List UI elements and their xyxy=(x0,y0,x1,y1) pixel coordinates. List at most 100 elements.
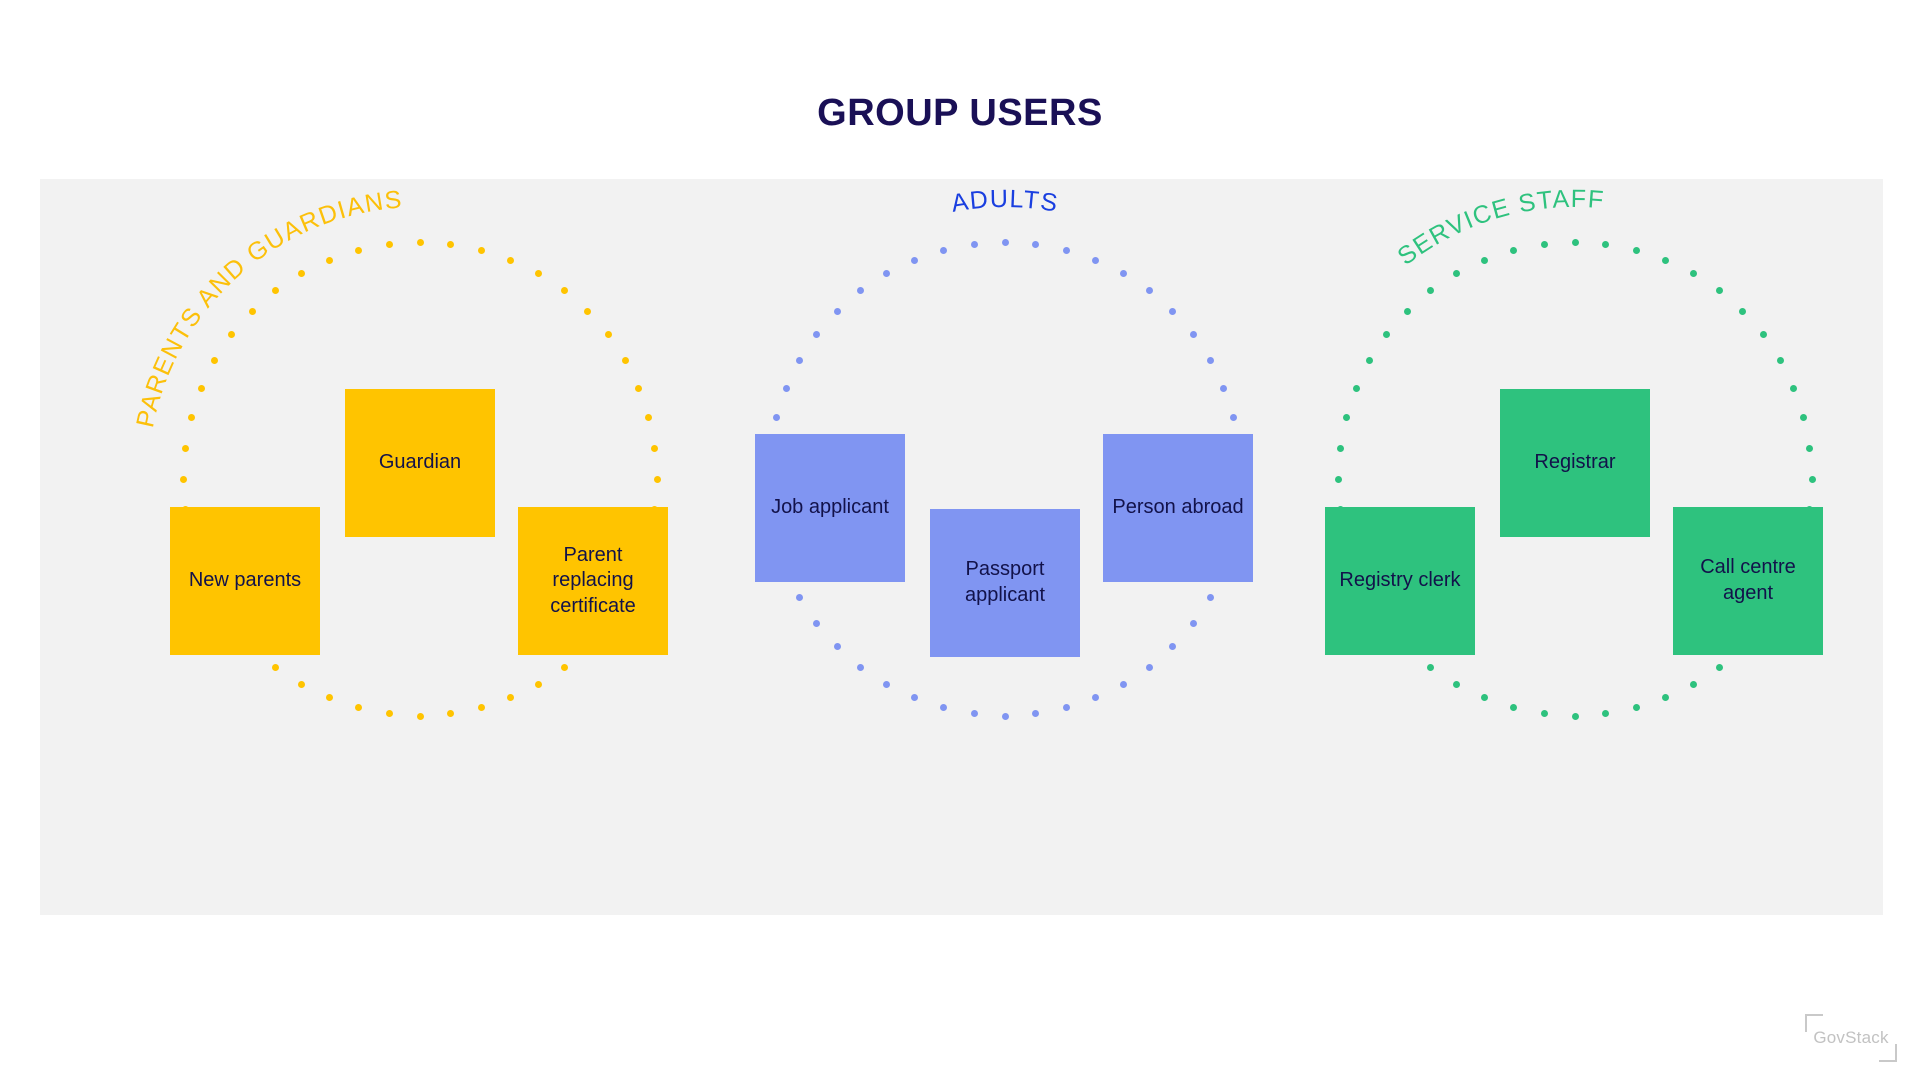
circle-dot xyxy=(1806,444,1814,452)
circle-dot xyxy=(298,680,305,688)
card-job-applicant[interactable]: Job applicant xyxy=(755,434,905,582)
circle-dot xyxy=(833,307,841,315)
circle-dot xyxy=(782,384,790,392)
circle-dot xyxy=(1690,270,1697,278)
group-parents-and-guardians: PARENTS AND GUARDIANS New parents Guardi… xyxy=(131,179,680,915)
circle-dot xyxy=(1062,704,1070,712)
circle-dot xyxy=(1145,663,1153,671)
circle-dot xyxy=(1001,238,1009,246)
circle-dot xyxy=(584,307,592,315)
diagram-panel: PARENTS AND GUARDIANS New parents Guardi… xyxy=(40,179,1883,915)
circle-dot xyxy=(1120,270,1127,278)
circle-dot xyxy=(1092,256,1100,264)
svg-text:SERVICE STAFF: SERVICE STAFF xyxy=(1392,185,1605,271)
arc-label-service-staff-text: SERVICE STAFF xyxy=(1392,185,1604,271)
card-label: Parent replacing certificate xyxy=(550,543,636,617)
circle-dot xyxy=(940,246,948,254)
card-label: Person abroad xyxy=(1112,496,1244,519)
circle-dot xyxy=(1602,710,1610,718)
circle-dot xyxy=(833,643,841,651)
circle-dot xyxy=(857,287,865,295)
circle-dot xyxy=(1366,357,1374,364)
card-label: Guardian xyxy=(378,451,462,474)
circle-dot xyxy=(1480,694,1488,702)
circle-dot xyxy=(883,680,890,688)
circle-dot xyxy=(385,240,393,248)
group-service-staff: SERVICE STAFF Registry clerk Registrar C… xyxy=(1315,179,1835,915)
circle-dot xyxy=(1510,246,1518,254)
circle-dot xyxy=(447,240,455,248)
circle-dot xyxy=(1739,307,1747,315)
circle-dot xyxy=(970,240,978,248)
circle-dot xyxy=(651,444,659,452)
circle-dot xyxy=(1790,384,1798,392)
circle-dot xyxy=(507,694,515,702)
card-guardian[interactable]: Guardian xyxy=(345,389,495,537)
page-title: GROUP USERS xyxy=(817,92,1103,134)
circle-dot xyxy=(1403,307,1411,315)
govstack-logo: GovStack xyxy=(1805,1014,1897,1062)
card-label: Job applicant xyxy=(771,496,889,519)
circle-dot xyxy=(1062,246,1070,254)
circle-dot xyxy=(385,710,393,718)
circle-dot xyxy=(910,256,918,264)
svg-text:ADULTS: ADULTS xyxy=(949,185,1061,218)
circle-dot xyxy=(1662,256,1670,264)
circle-dot xyxy=(621,357,629,364)
logo-bracket-bottom-right-icon xyxy=(1879,1044,1897,1062)
circle-dot xyxy=(187,414,195,422)
group-adults: ADULTS Job applicant Passport applicant … xyxy=(745,179,1265,915)
card-new-parents[interactable]: New parents xyxy=(170,507,320,655)
circle-dot xyxy=(248,307,256,315)
circle-dot xyxy=(1480,256,1488,264)
circle-dot xyxy=(1540,240,1548,248)
circle-dot xyxy=(1632,246,1640,254)
circle-dot xyxy=(857,663,865,671)
circle-dot xyxy=(355,246,363,254)
circle-dot xyxy=(1189,619,1197,627)
circle-dot xyxy=(179,475,187,483)
card-registrar[interactable]: Registrar xyxy=(1500,389,1650,537)
circle-dot xyxy=(883,270,890,278)
circle-dot xyxy=(325,694,333,702)
circle-dot xyxy=(181,444,189,452)
arc-label-adults-text: ADULTS xyxy=(949,185,1059,218)
circle-dot xyxy=(1800,414,1808,422)
card-label: New parents xyxy=(188,569,302,592)
circle-dot xyxy=(560,663,568,671)
circle-dot xyxy=(477,704,485,712)
circle-dot xyxy=(1427,287,1435,295)
circle-dot xyxy=(272,287,280,295)
circle-dot xyxy=(1336,444,1344,452)
circle-dot xyxy=(447,710,455,718)
circle-dot xyxy=(477,246,485,254)
card-label: Passport applicant xyxy=(964,558,1046,606)
card-parent-replacing-certificate[interactable]: Parent replacing certificate xyxy=(518,507,668,655)
circle-dot xyxy=(653,475,661,483)
circle-dot xyxy=(1759,331,1767,339)
card-call-centre-agent[interactable]: Call centre agent xyxy=(1673,507,1823,655)
circle-dot xyxy=(272,663,280,671)
circle-dot xyxy=(970,710,978,718)
circle-dot xyxy=(1169,307,1177,315)
card-registry-clerk[interactable]: Registry clerk xyxy=(1325,507,1475,655)
circle-dot xyxy=(813,619,821,627)
circle-dot xyxy=(645,414,653,422)
circle-dot xyxy=(1092,694,1100,702)
card-person-abroad[interactable]: Person abroad xyxy=(1103,434,1253,582)
circle-dot xyxy=(1715,287,1723,295)
circle-dot xyxy=(1032,240,1040,248)
logo-bracket-top-left-icon xyxy=(1805,1014,1823,1032)
circle-dot xyxy=(1690,680,1697,688)
circle-dot xyxy=(1230,414,1238,422)
circle-dot xyxy=(1120,680,1127,688)
circle-dot xyxy=(1808,475,1816,483)
circle-dot xyxy=(197,384,205,392)
circle-dot xyxy=(1206,594,1214,601)
circle-dot xyxy=(1427,663,1435,671)
circle-dot xyxy=(228,331,236,339)
circle-dot xyxy=(1145,287,1153,295)
circle-dot xyxy=(1001,712,1009,720)
circle-dot xyxy=(355,704,363,712)
card-passport-applicant[interactable]: Passport applicant xyxy=(930,509,1080,657)
